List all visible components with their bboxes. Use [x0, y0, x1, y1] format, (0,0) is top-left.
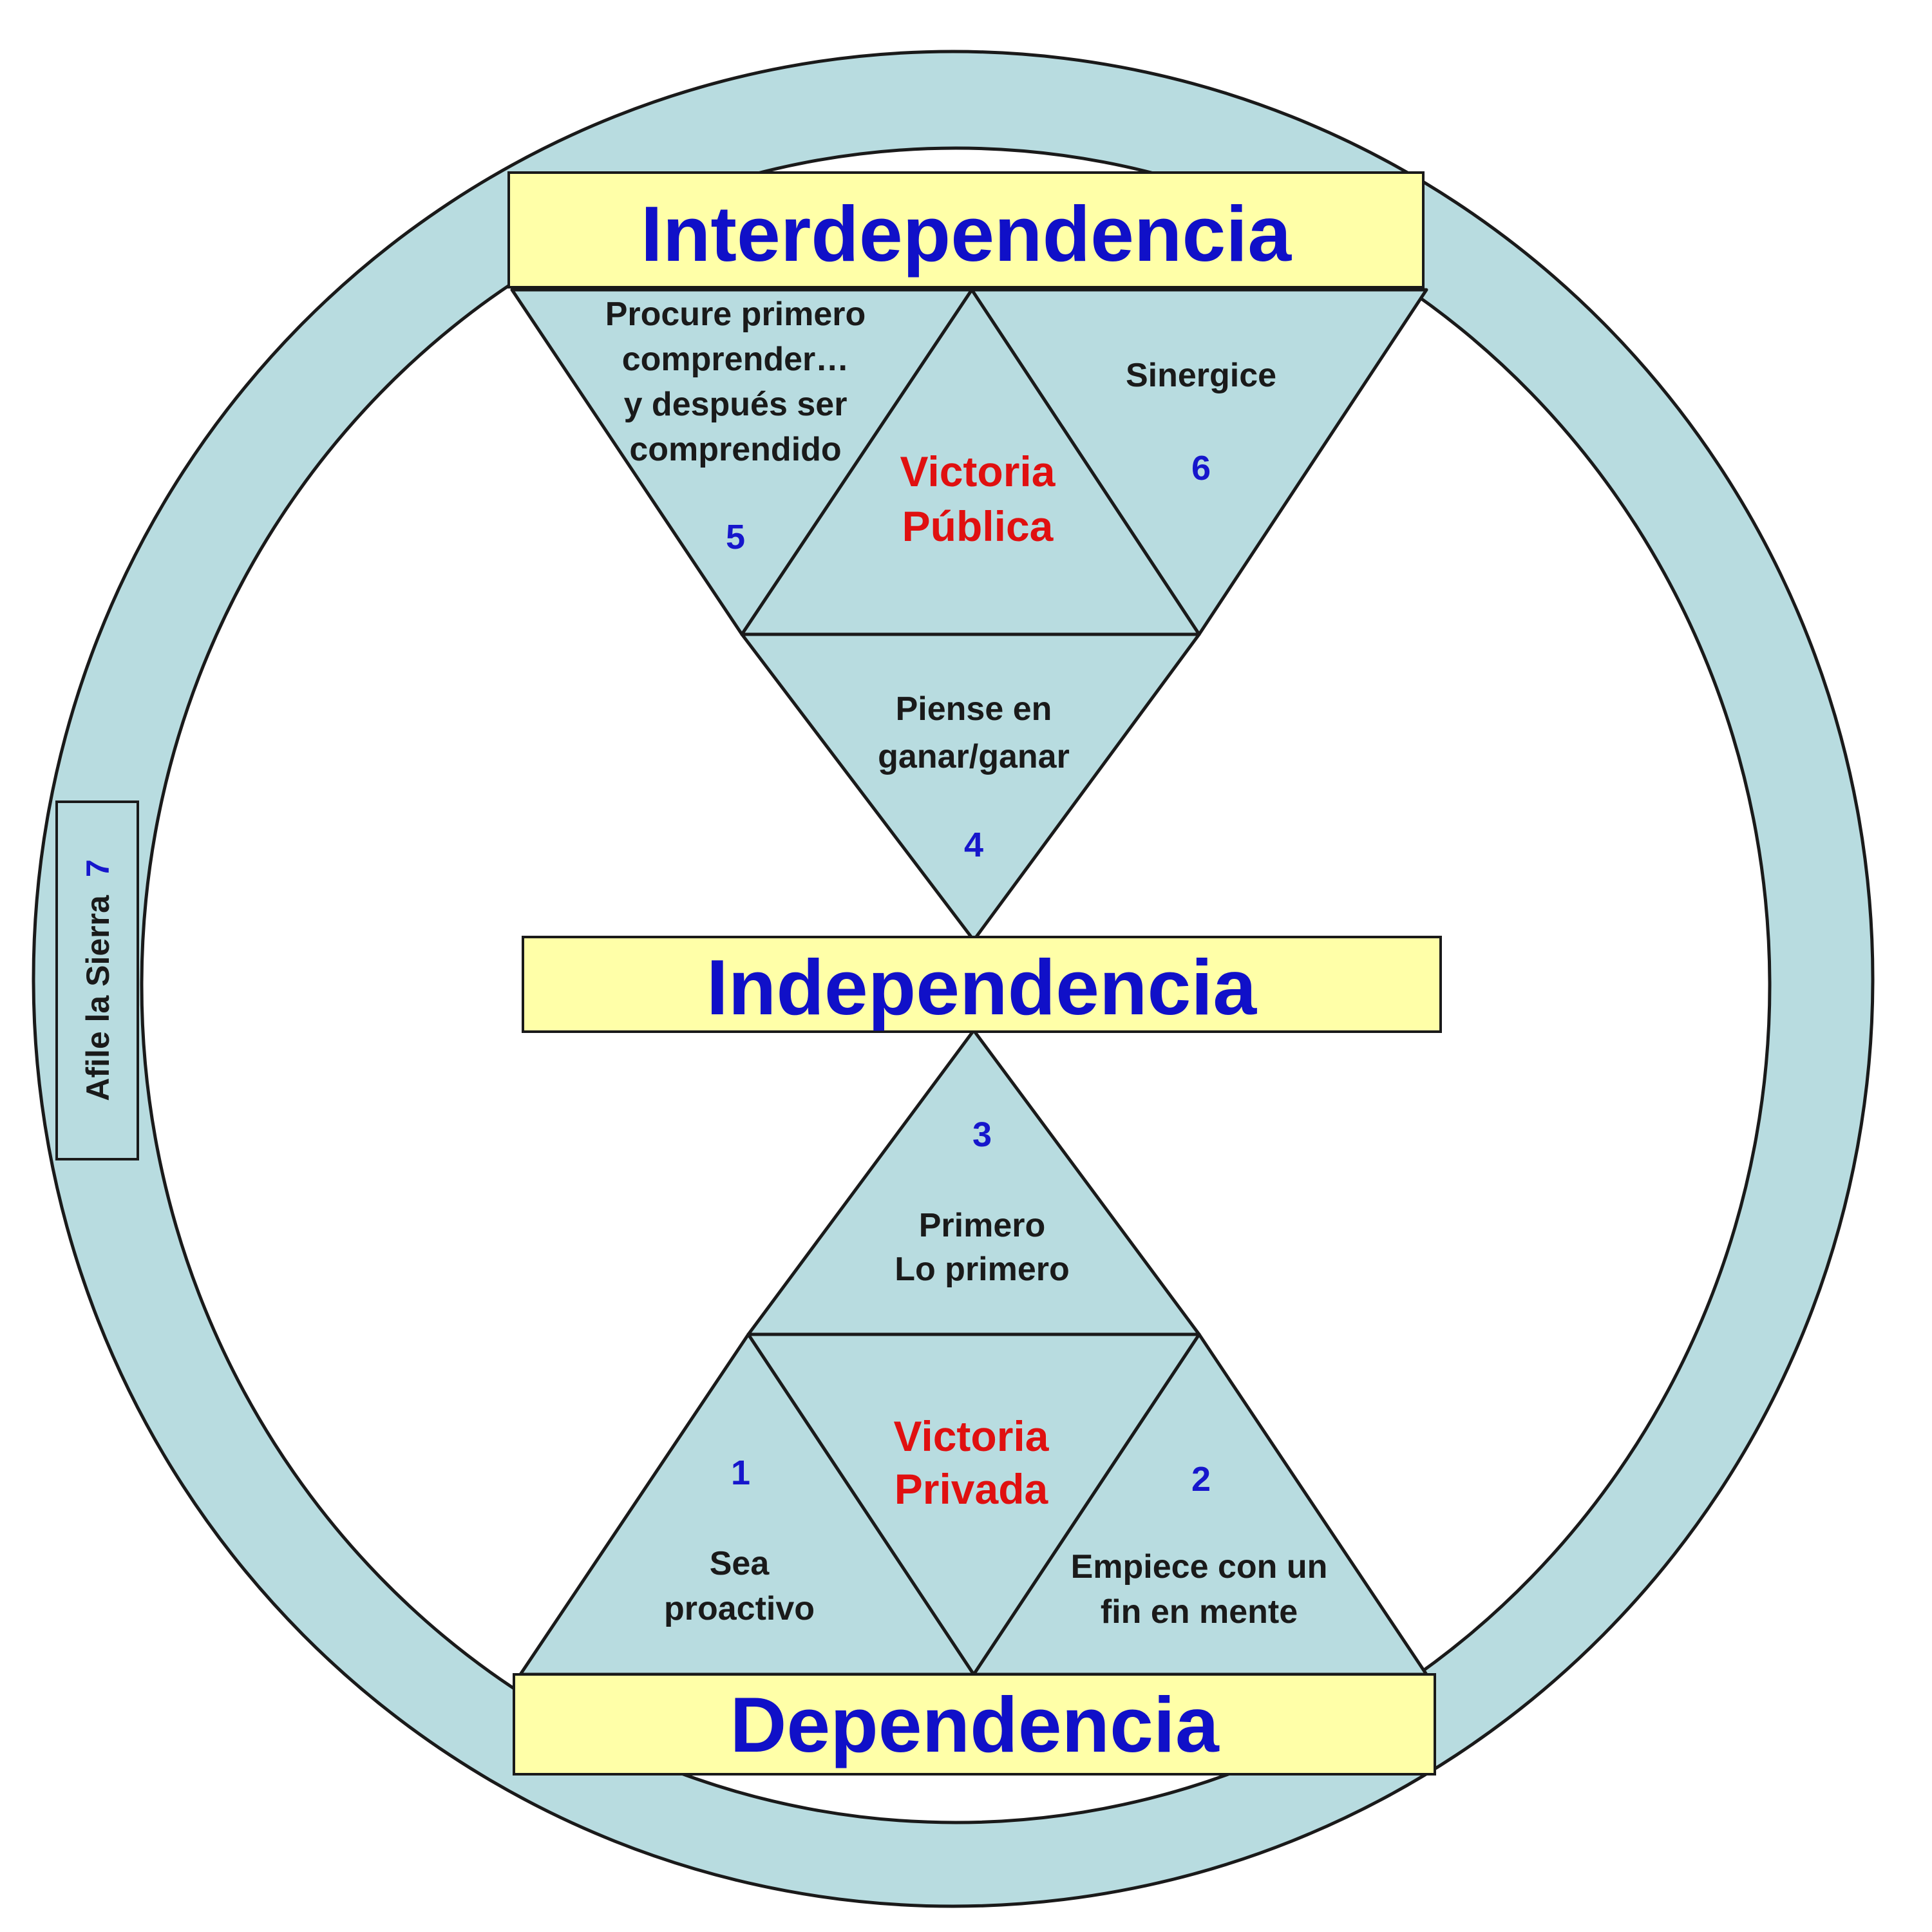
dependencia-banner: Dependencia: [513, 1673, 1436, 1776]
sharpen-the-saw: Afile la Sierra 7: [55, 800, 139, 1160]
habit-4-number: 4: [964, 826, 983, 864]
habit-5-line-4: comprendido: [629, 431, 841, 468]
independencia-label: Independencia: [706, 943, 1257, 1031]
public-victory-line-1: Victoria: [900, 448, 1056, 495]
habit-2-line-1: Empiece con un: [1071, 1548, 1328, 1586]
habit-2: 2 Empiece con un fin en mente: [1071, 1460, 1328, 1631]
private-victory: Victoria Privada: [894, 1412, 1050, 1513]
habit-3-number: 3: [972, 1115, 992, 1154]
habit-4-line-1: Piense en: [896, 690, 1052, 728]
habit-7-number: 7: [80, 859, 116, 877]
private-victory-group: [518, 1028, 1428, 1676]
habit-4-triangle: [740, 632, 1201, 942]
habit-2-line-2: fin en mente: [1101, 1593, 1298, 1631]
habit-1: 1 Sea proactivo: [664, 1454, 815, 1627]
private-victory-line-1: Victoria: [894, 1412, 1050, 1460]
habit-1-line-1: Sea: [710, 1545, 770, 1582]
public-victory-line-2: Pública: [902, 502, 1054, 550]
habit-6: Sinergice 6: [1126, 357, 1276, 488]
interdependencia-label: Interdependencia: [641, 190, 1292, 278]
sharpen-the-saw-text: Afile la Sierra 7: [80, 859, 116, 1101]
independencia-banner: Independencia: [522, 936, 1442, 1033]
habit-5-line-1: Procure primero: [605, 296, 866, 333]
dependencia-label: Dependencia: [730, 1681, 1219, 1768]
habit-3-line-2: Lo primero: [895, 1251, 1070, 1288]
habit-5: Procure primero comprender… y después se…: [605, 296, 866, 556]
habit-6-line-1: Sinergice: [1126, 357, 1276, 394]
habit-3: 3 Primero Lo primero: [895, 1115, 1070, 1288]
habit-2-number: 2: [1191, 1460, 1211, 1499]
habit-5-number: 5: [726, 518, 745, 556]
habit-6-number: 6: [1191, 449, 1211, 488]
private-victory-triangle: [746, 1332, 1201, 1676]
habit-5-line-2: comprender…: [622, 341, 849, 378]
habit-4-line-2: ganar/ganar: [878, 738, 1070, 775]
private-victory-line-2: Privada: [895, 1465, 1049, 1513]
habit-4: Piense en ganar/ganar 4: [878, 690, 1070, 864]
habit-5-line-3: y después ser: [624, 386, 848, 423]
interdependencia-banner: Interdependencia: [507, 171, 1425, 289]
public-victory-group: [510, 288, 1428, 942]
habit-1-number: 1: [731, 1454, 750, 1492]
habit-3-line-1: Primero: [919, 1207, 1046, 1244]
public-victory: Victoria Pública: [900, 448, 1056, 550]
habit-1-line-2: proactivo: [664, 1590, 815, 1627]
sharpen-the-saw-label: Afile la Sierra: [80, 895, 116, 1101]
